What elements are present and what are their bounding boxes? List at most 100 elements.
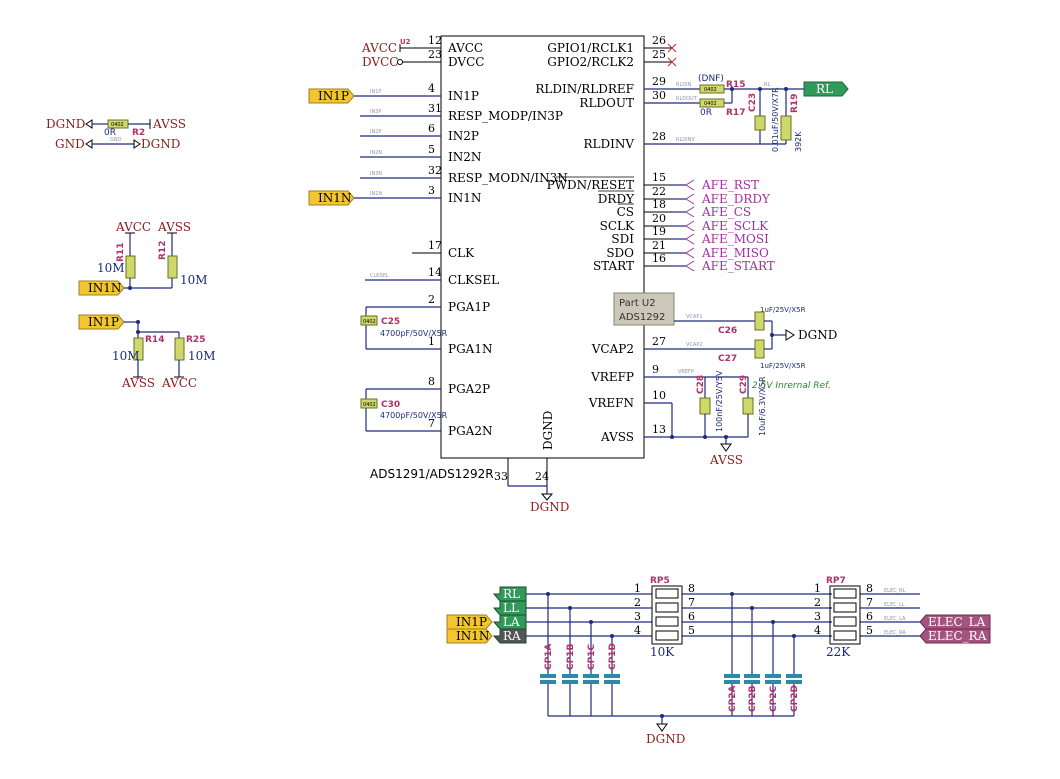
svg-text:RLDINV: RLDINV xyxy=(676,137,695,143)
net-avcc-r11: AVCC xyxy=(115,220,151,234)
ic-pin-num-22: 22 xyxy=(652,185,666,198)
ic-pin-num-27: 27 xyxy=(652,335,666,348)
svg-text:C26: C26 xyxy=(718,326,737,336)
cap-cp2d-top[interactable] xyxy=(786,674,802,678)
svg-text:7: 7 xyxy=(866,596,873,609)
rp7-element-4[interactable] xyxy=(833,630,857,641)
port-in1n-filter[interactable] xyxy=(446,628,493,644)
ic-dgnd-pin-name: DGND xyxy=(541,411,555,450)
svg-text:ELEC_LA: ELEC_LA xyxy=(884,616,906,622)
cap-cp1a-bottom[interactable] xyxy=(540,680,556,684)
afe-arrow-0 xyxy=(685,179,695,191)
svg-text:IN1N: IN1N xyxy=(88,281,121,295)
dgnd-symbol xyxy=(540,493,554,501)
rp5-body[interactable] xyxy=(651,585,683,645)
afe-label-afe_rst: AFE_RST xyxy=(701,178,759,192)
c27-body[interactable] xyxy=(754,339,765,359)
port-ra[interactable] xyxy=(492,628,527,644)
rp7-element-1[interactable] xyxy=(833,588,857,599)
c26-body[interactable] xyxy=(754,311,765,331)
ic-pin-name-20: SCLK xyxy=(600,219,635,233)
cap-cp1a-top[interactable] xyxy=(540,674,556,678)
svg-text:LA: LA xyxy=(503,615,520,629)
ic-pin-num-31: 31 xyxy=(428,102,442,115)
cap-cp2d-bottom[interactable] xyxy=(786,680,802,684)
ic-pin-num-4: 4 xyxy=(428,82,435,95)
rp5-element-3[interactable] xyxy=(655,616,679,627)
r19-body[interactable] xyxy=(780,115,792,141)
ic-pin-num-21: 21 xyxy=(652,239,666,252)
cap-cp1c-top[interactable] xyxy=(583,674,599,678)
svg-text:CP2A: CP2A xyxy=(728,686,738,712)
ic-pin-name-21: SDO xyxy=(606,246,634,260)
ic-pin-name-32: RESP_MODN/IN3N xyxy=(448,171,568,185)
port-in1p-bias[interactable] xyxy=(78,314,125,330)
cap-cp2b-top[interactable] xyxy=(744,674,760,678)
port-in1p-ic[interactable] xyxy=(308,88,355,104)
cap-cp2c-bottom[interactable] xyxy=(765,680,781,684)
c29-body[interactable] xyxy=(742,397,754,415)
cap-cp2c-top[interactable] xyxy=(765,674,781,678)
svg-text:RP5: RP5 xyxy=(650,576,670,586)
cap-cp1d-bottom[interactable] xyxy=(604,680,620,684)
svg-text:10M: 10M xyxy=(188,349,216,363)
ic-pin-name-19: SDI xyxy=(611,232,634,246)
c28-body[interactable] xyxy=(699,397,711,415)
rp5-element-2[interactable] xyxy=(655,602,679,613)
rp5-element-1[interactable] xyxy=(655,588,679,599)
ic-designator: U2 xyxy=(400,38,411,46)
svg-text:392K: 392K xyxy=(794,131,803,152)
rp7-element-3[interactable] xyxy=(833,616,857,627)
svg-text:ELEC_RL: ELEC_RL xyxy=(884,588,906,594)
svg-text:VREFP: VREFP xyxy=(678,369,694,375)
cap-cp1b-top[interactable] xyxy=(562,674,578,678)
ic-body[interactable] xyxy=(440,35,645,459)
ic-pin-name-30: RLDOUT xyxy=(579,96,634,110)
port-elec_ra[interactable] xyxy=(919,628,991,644)
ic-pin-name-29: RLDIN/RLDREF xyxy=(535,82,634,96)
cap-cp1b-bottom[interactable] xyxy=(562,680,578,684)
svg-text:IN2P: IN2P xyxy=(370,129,381,135)
ic-pin-name-14: CLKSEL xyxy=(448,273,499,287)
ic-pin-name-6: IN2P xyxy=(448,129,479,143)
ic-pin-num-12: 12 xyxy=(428,34,442,47)
ic-pin-name-4: IN1P xyxy=(448,89,479,103)
svg-text:C25: C25 xyxy=(381,317,400,327)
ic-pin-name-16: START xyxy=(593,259,634,273)
port-in1n-ic[interactable] xyxy=(308,190,355,206)
svg-text:CP2C: CP2C xyxy=(769,686,779,712)
r11-body[interactable] xyxy=(125,255,136,279)
rp7-element-2[interactable] xyxy=(833,602,857,613)
c23-body[interactable] xyxy=(754,115,766,131)
r25-body[interactable] xyxy=(174,337,185,361)
ic-pin-name-17: CLK xyxy=(448,246,475,260)
cap-cp2a-top[interactable] xyxy=(724,674,740,678)
cap-cp2b-bottom[interactable] xyxy=(744,680,760,684)
port-rl[interactable] xyxy=(803,81,849,97)
r12-body[interactable] xyxy=(167,255,178,279)
cap-cp1d-top[interactable] xyxy=(604,674,620,678)
svg-text:R14: R14 xyxy=(145,335,164,345)
cap-cp1c-bottom[interactable] xyxy=(583,680,599,684)
afe-label-afe_sclk: AFE_SCLK xyxy=(701,219,769,233)
port-in1n-bias[interactable] xyxy=(78,280,125,296)
svg-text:C27: C27 xyxy=(718,354,737,364)
ic-left-pins: 12AVCC23DVCC4IN1P31RESP_MODP/IN3P6IN2P5I… xyxy=(412,34,568,438)
ic-pin-num-29: 29 xyxy=(652,75,666,88)
port-elec_la[interactable] xyxy=(919,614,991,630)
svg-text:R15: R15 xyxy=(726,80,745,90)
rp5-element-4[interactable] xyxy=(655,630,679,641)
svg-text:5: 5 xyxy=(688,624,695,637)
ic-pin-name-26: GPIO1/RCLK1 xyxy=(547,41,634,55)
ic-pin-name-10: VREFN xyxy=(588,396,634,410)
svg-text:7: 7 xyxy=(688,596,695,609)
c30-body[interactable] xyxy=(360,398,378,409)
c25-body[interactable] xyxy=(360,315,378,326)
rp7-body[interactable] xyxy=(829,585,861,645)
cap-cp2a-bottom[interactable] xyxy=(724,680,740,684)
ic-pin-num-25: 25 xyxy=(652,48,666,61)
svg-text:3: 3 xyxy=(634,610,641,623)
svg-text:ELEC_RA: ELEC_RA xyxy=(928,629,987,643)
svg-text:ADS1292: ADS1292 xyxy=(619,312,665,323)
port-in1p-filter[interactable] xyxy=(446,614,493,630)
